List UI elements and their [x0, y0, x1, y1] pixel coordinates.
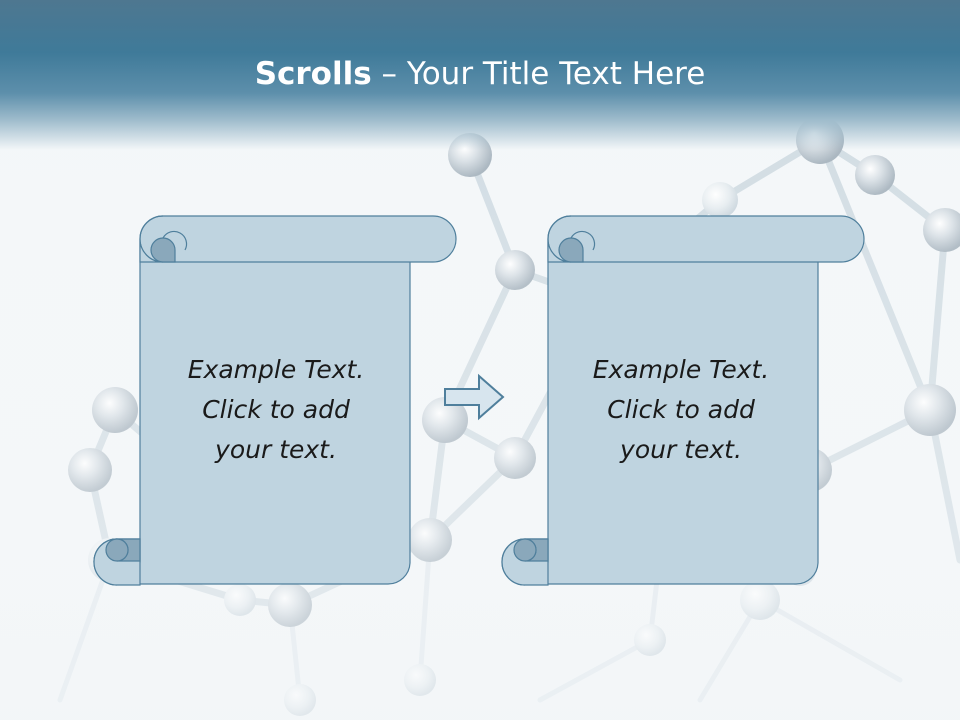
- scroll-left-text[interactable]: Example Text. Click to add your text.: [161, 350, 391, 470]
- title-bold: Scrolls: [254, 56, 372, 92]
- scroll-left-line-3: your text.: [215, 435, 337, 464]
- scroll-right[interactable]: [501, 215, 865, 586]
- scroll-left-line-2: Click to add: [202, 395, 350, 424]
- scroll-right-line-3: your text.: [620, 435, 742, 464]
- scroll-left-line-1: Example Text.: [187, 355, 365, 384]
- scroll-left[interactable]: [93, 215, 457, 586]
- title-rest: – Your Title Text Here: [371, 56, 706, 92]
- slide-title[interactable]: Scrolls – Your Title Text Here: [0, 52, 960, 96]
- header-band: [0, 0, 960, 150]
- scroll-right-line-1: Example Text.: [592, 355, 770, 384]
- scroll-right-line-2: Click to add: [607, 395, 755, 424]
- scroll-right-text[interactable]: Example Text. Click to add your text.: [566, 350, 796, 470]
- right-arrow-icon[interactable]: [444, 373, 505, 421]
